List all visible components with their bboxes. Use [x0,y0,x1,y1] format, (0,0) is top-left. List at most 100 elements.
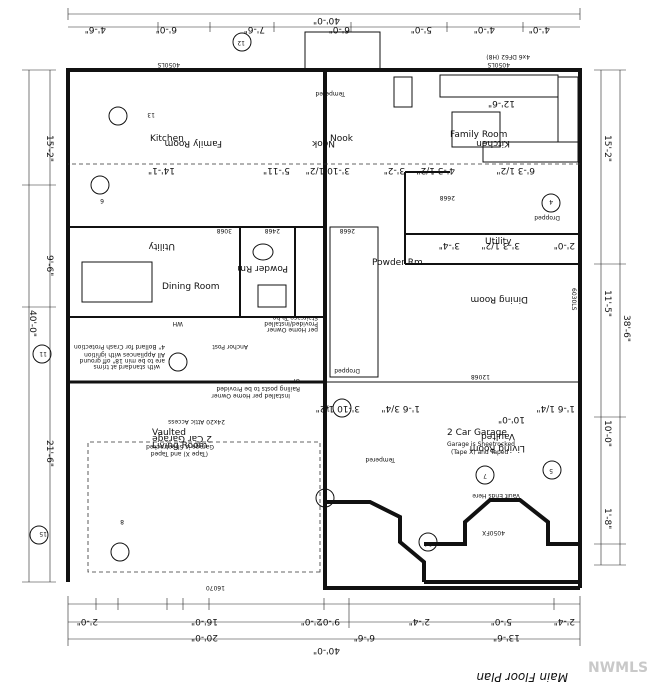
garage-label: 2 Car Garage [447,428,507,438]
appliances-note-3: with standard at trims [93,363,160,370]
dim-bottom-2-0a: 2'-0" [77,616,98,626]
dim-misc-3: 4'-3 1/2" [416,165,455,175]
tempered-mid-note: Tempered [365,456,396,463]
dim-left-15-2: 15'-2" [44,135,54,162]
header-12068-note: 12068 [471,373,490,380]
dim-bottom-2-4b: 2'-4" [554,616,575,626]
garage-taped-text: (Tape X) and Taped [151,450,208,457]
dim-living-width: 10'-0" [498,414,525,424]
dim-kitchen-width: 12'-6" [488,98,515,108]
garage-text: 2 Car Garage [152,433,212,443]
nook-label: Nook [330,134,354,144]
tempered-top-note: Tempered [315,90,346,97]
living-room-text: Living Room [470,443,525,453]
staircase-note-3: per Home Owner [266,326,318,333]
railing-note-1: Railing posts to be Provided [216,385,300,392]
dim-misc-8: 1'-6 3/4" [381,403,420,413]
section-markers [29,32,562,562]
dim-bottom-5: 5'-0" [491,616,512,626]
door-2468: 2468 [265,227,280,234]
dim-left-total: 40'-0" [27,310,37,337]
dim-bottom-2-0b: 2'-0" [301,616,322,626]
powder-sink [257,284,287,308]
marker-6: 6 [100,197,104,204]
dim-right-10: 10'-0" [602,420,612,447]
marker-8: 8 [120,518,124,525]
vaulted-text: Vaulted [481,431,515,441]
dim-top-seg-6: 4'-0" [474,24,495,34]
attic-access-note: 24x20 Attic Access [168,418,225,425]
appliances-note-1: All Appliances with ignition [84,351,165,358]
washer-dryer [81,261,153,303]
plan-title: Main Floor Plan [476,670,568,682]
rotated-text-layer: Family Room Nook Kitchen Utility Powder … [27,15,648,682]
utility-label: Utility [485,237,512,247]
powder-toilet [252,243,274,261]
garage-note-2: (Tape X) and Taped [451,449,508,456]
door-2668: 2668 [340,227,355,234]
door-3068: 3068 [217,227,232,234]
dimension-lines [22,8,626,646]
marker-7: 7 [483,472,487,479]
garage-sheetrock-text: Garage is Sheetrocked [146,443,214,450]
dim-bottom-16: 16'-0" [191,616,218,626]
dim-top-seg-7: 4'-0" [529,24,550,34]
staircase-note-2: Provided/Installed [264,320,318,327]
dim-misc-6: 3'-3 1/2" [481,240,520,250]
kitchen-text: Kitchen [476,138,510,148]
dropped-header2-note: Dropped [534,214,560,221]
dim-right-1-8: 1'-8" [602,508,612,529]
dropped-header-note: Dropped [334,367,360,374]
marker-10: 10 [322,405,330,412]
garage-door-outline [87,441,321,573]
plan-labels: Family Room Nook Kitchen Utility Powder … [150,130,515,456]
dining-room-label: Dining Room [162,282,220,292]
watermark-nwmls: NWMLS [588,660,648,676]
dim-bottom-2-4a: 2'-4" [409,616,430,626]
marker-4: 4 [549,198,553,205]
dim-misc-10: 3'-10 1/2" [316,403,360,413]
dim-top-seg-4: 6'-0" [329,24,350,34]
dim-top-seg-3: 7'-6" [244,24,265,34]
window-top-right-code: 4050LS [487,61,510,68]
interior-walls [68,163,580,588]
family-room-label: Family Room [450,130,507,140]
dim-top-seg-5: 5'-0" [411,24,432,34]
dining-room-text: Dining Room [470,294,528,304]
dim-misc-4: 6'-3 1/2" [496,165,535,175]
window-bay-code: 4050FX [482,529,505,536]
marker-12: 12 [237,39,245,46]
dim-right-15-2: 15'-2" [602,135,612,162]
dim-top-seg-1: 4'-6" [85,24,106,34]
dim-misc-5: 3'-4" [439,240,460,250]
dim-misc-9: 1'-6 1/4" [536,403,575,413]
nook-text: Nook [311,138,335,148]
kitchen-label: Kitchen [150,134,184,144]
dim-bottom-20: 20'-0" [191,632,218,642]
marker-14: 14 [424,540,432,547]
family-room-text: Family Room [165,138,222,148]
dim-bottom-6-6: 6'-6" [354,632,375,642]
garage-door-code: 16070 [206,584,225,591]
marker-11: 11 [39,350,47,357]
dim-left-9-6: 9'-6" [44,255,54,276]
dim-right-total: 38'-6" [621,315,631,342]
anchor-post-note: Anchor Post [212,343,248,350]
bollard-note: 4" Bollard for Crash Protection [74,343,165,350]
window-top-left-code: 4050LS [157,61,180,68]
dim-misc-7: 2'-0" [554,240,575,250]
dim-bottom-9: 9'-0" [319,616,340,626]
dim-bottom-13-6: 13'-6" [493,632,520,642]
water-heater [168,352,188,372]
dim-misc-2: 3'-2" [384,165,405,175]
vaulted-label: Vaulted [152,428,186,438]
powder-room-label: Powder Rm [372,258,423,268]
utility-text: Utility [148,241,175,251]
dim-top-seg-2: 6'-0" [156,24,177,34]
marker-15: 15 [39,530,47,537]
tempered-window-box [304,31,381,71]
marker-5: 5 [549,467,553,474]
window-right-code: 6030LS [570,288,577,311]
dim-top-total: 40'-0" [313,15,340,25]
